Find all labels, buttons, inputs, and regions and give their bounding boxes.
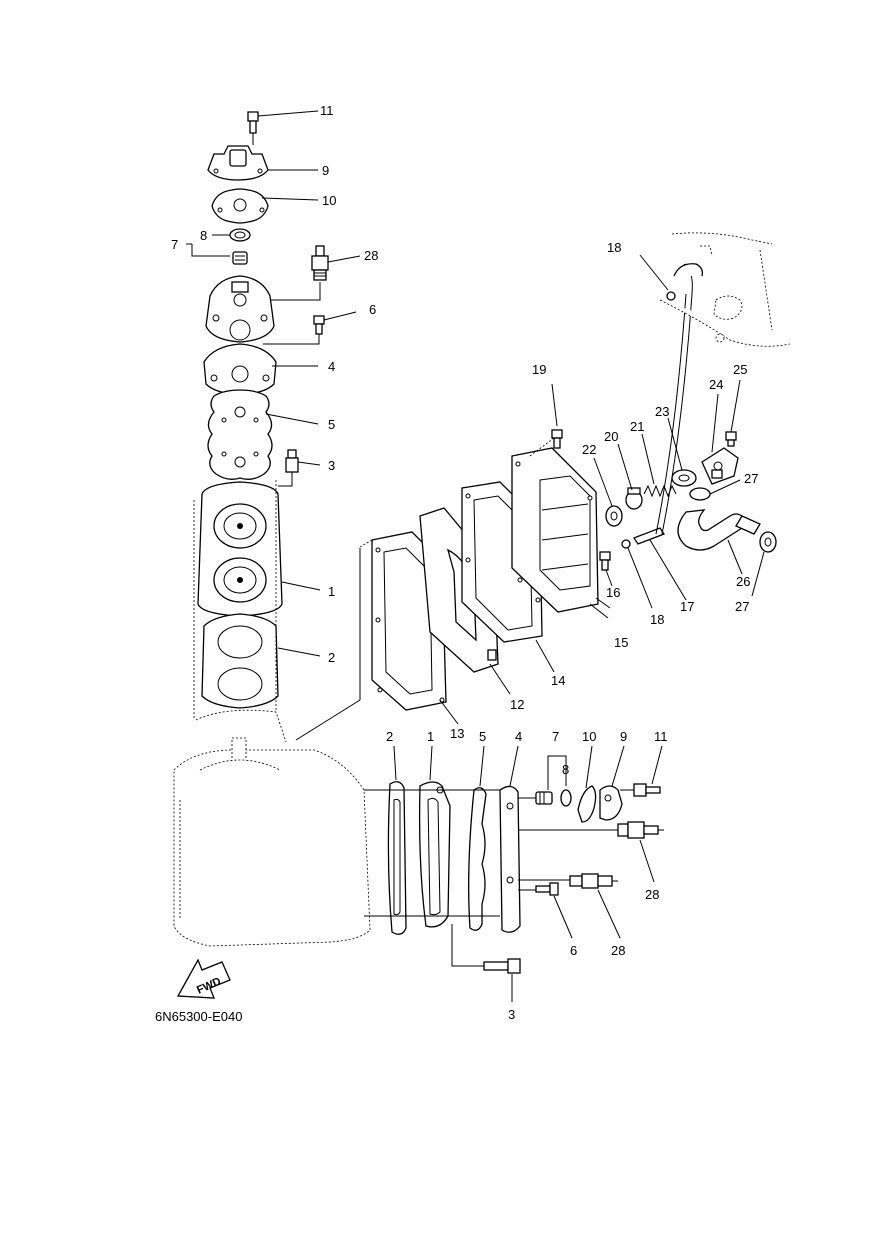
gasket-23-part[interactable] <box>671 469 697 487</box>
fwd-arrow-icon <box>176 958 231 999</box>
cylinder-head-4-part[interactable] <box>203 343 277 395</box>
spark-plug-28-side-lower-part[interactable] <box>569 873 618 889</box>
bolt-25-part[interactable] <box>725 431 737 447</box>
callout-25: 25 <box>733 362 747 377</box>
cover-9-side-part[interactable] <box>599 785 623 821</box>
callout-18-lower: 18 <box>650 612 664 627</box>
bolt-3-side-part[interactable] <box>483 958 521 974</box>
hose-17-part[interactable] <box>633 527 665 545</box>
callout-1-top: 1 <box>328 584 335 599</box>
gasket-2-part[interactable] <box>201 613 279 709</box>
bolt-3-part[interactable] <box>285 449 299 473</box>
callout-27-lower: 27 <box>735 599 749 614</box>
callout-7-side: 7 <box>552 729 559 744</box>
bolt-6-side-part[interactable] <box>535 882 559 896</box>
callout-14: 14 <box>551 673 565 688</box>
callout-28-side-upper: 28 <box>645 887 659 902</box>
side-view-group: FWD <box>173 548 664 1002</box>
callout-4-top: 4 <box>328 359 335 374</box>
callout-10-top: 10 <box>322 193 336 208</box>
ring-18-upper-part[interactable] <box>666 291 676 301</box>
callout-9-side: 9 <box>620 729 627 744</box>
callout-16: 16 <box>606 585 620 600</box>
callout-8-side: 8 <box>562 762 569 777</box>
gasket-10-part[interactable] <box>211 188 269 224</box>
callout-19: 19 <box>532 362 546 377</box>
gasket-5-side-part[interactable] <box>468 787 487 931</box>
exhaust-group <box>357 232 791 725</box>
ghost-powerhead <box>173 709 371 947</box>
bolt-11-part[interactable] <box>247 111 259 134</box>
cylinder-block-1-side-part[interactable] <box>418 781 451 928</box>
diagram-code: 6N65300-E040 <box>155 1009 242 1024</box>
clip-27-lower-part[interactable] <box>759 531 777 553</box>
callout-4-side: 4 <box>515 729 522 744</box>
gasket-10-side-part[interactable] <box>577 785 597 823</box>
callout-21: 21 <box>630 419 644 434</box>
callout-22: 22 <box>582 442 596 457</box>
callout-2-side: 2 <box>386 729 393 744</box>
callout-26: 26 <box>736 574 750 589</box>
cylinder-head-part[interactable] <box>205 275 275 343</box>
callout-11-top: 11 <box>320 103 334 118</box>
callout-23: 23 <box>655 404 669 419</box>
anode-7-side-part[interactable] <box>535 791 553 805</box>
callout-28-side-lower: 28 <box>611 943 625 958</box>
callout-7-top: 7 <box>171 237 178 252</box>
seal-8-part[interactable] <box>229 228 251 242</box>
callout-24: 24 <box>709 377 723 392</box>
hose-26-part[interactable] <box>677 509 761 551</box>
callout-11-side: 11 <box>654 729 668 744</box>
callout-28-top: 28 <box>364 248 378 263</box>
callout-8-top: 8 <box>200 228 207 243</box>
valve-20-part[interactable] <box>625 487 643 510</box>
cover-24-part[interactable] <box>701 447 739 485</box>
spring-21-part[interactable] <box>643 484 677 498</box>
anode-7-part[interactable] <box>232 251 248 265</box>
ring-18-part[interactable] <box>621 539 631 549</box>
cylinder-block-1-part[interactable] <box>197 481 283 617</box>
callout-5-side: 5 <box>479 729 486 744</box>
callout-2-top: 2 <box>328 650 335 665</box>
callout-1-side: 1 <box>427 729 434 744</box>
gasket-2-side-part[interactable] <box>387 781 407 935</box>
callout-17: 17 <box>680 599 694 614</box>
bolt-19-part[interactable] <box>551 429 563 449</box>
exhaust-cover-15-part[interactable] <box>511 447 599 613</box>
hose-upper-part[interactable] <box>673 263 704 277</box>
callout-6-top: 6 <box>369 302 376 317</box>
callout-13: 13 <box>450 726 464 741</box>
callout-3-top: 3 <box>328 458 335 473</box>
spark-plug-28-part[interactable] <box>311 245 329 281</box>
callout-9-top: 9 <box>322 163 329 178</box>
callout-3-side: 3 <box>508 1007 515 1022</box>
seal-8-side-part[interactable] <box>560 789 572 807</box>
cylinder-head-4-side-part[interactable] <box>499 785 521 933</box>
bolt-6-part[interactable] <box>313 315 325 335</box>
ghost-engine-top-right <box>659 232 791 347</box>
callout-6-side: 6 <box>570 943 577 958</box>
grommet-22-part[interactable] <box>605 505 623 527</box>
gasket-5-part[interactable] <box>207 389 273 480</box>
callout-10-side: 10 <box>582 729 596 744</box>
callout-18-upper: 18 <box>607 240 621 255</box>
bolt-11-side-part[interactable] <box>633 783 661 797</box>
top-stack-group <box>186 110 361 720</box>
clip-27-upper-part[interactable] <box>689 487 711 501</box>
cover-9-part[interactable] <box>207 145 269 181</box>
spark-plug-28-side-upper-part[interactable] <box>617 821 664 839</box>
callout-15: 15 <box>614 635 628 650</box>
callout-5-top: 5 <box>328 417 335 432</box>
bolt-16-part[interactable] <box>599 551 611 571</box>
callout-12: 12 <box>510 697 524 712</box>
callout-27-upper: 27 <box>744 471 758 486</box>
callout-20: 20 <box>604 429 618 444</box>
